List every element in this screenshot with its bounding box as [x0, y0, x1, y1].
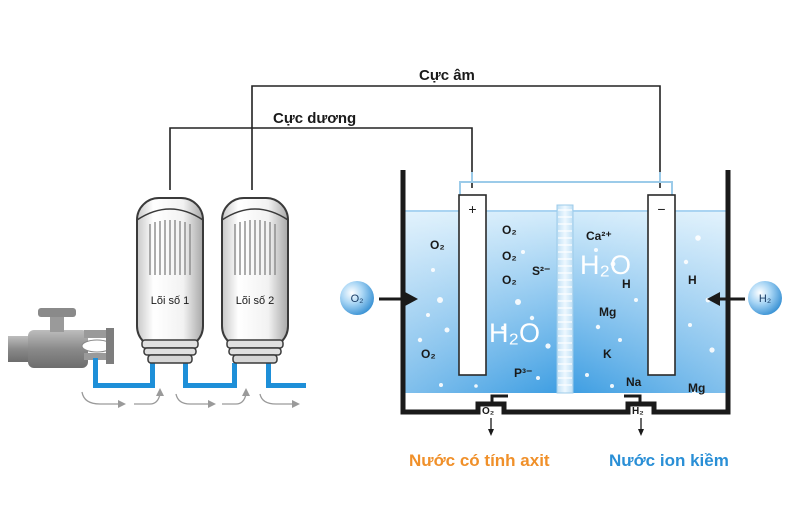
- h-mid: H: [622, 277, 631, 291]
- h2o-alkaline: H₂O: [580, 250, 631, 280]
- o2-left-1: O₂: [430, 238, 445, 252]
- filter-core-2: [221, 197, 289, 364]
- tank-wall: [400, 170, 731, 415]
- mg-mid: Mg: [599, 305, 616, 319]
- svg-text:H₂: H₂: [759, 293, 771, 305]
- calcium-ion: Ca²⁺: [586, 229, 612, 243]
- alkaline-water-label: Nước ion kiềm: [609, 451, 729, 470]
- sodium: Na: [626, 375, 642, 389]
- core-1-label: Lõi số 1: [151, 295, 190, 307]
- minus-sign: −: [657, 201, 665, 217]
- arrow-down-icon: [638, 418, 644, 436]
- faucet-icon: [8, 308, 114, 368]
- small-bubbles: [417, 235, 715, 395]
- o2-mid-1: O₂: [502, 223, 517, 237]
- positive-pole-label: Cực dương: [273, 110, 356, 127]
- potassium: K: [603, 347, 612, 361]
- o2-mid-3: O₂: [502, 273, 517, 287]
- o2-mid-2: O₂: [502, 249, 517, 263]
- negative-pole-label: Cực âm: [419, 67, 475, 84]
- acid-water-label: Nước có tính axit: [409, 451, 550, 470]
- o2-bubble: O₂: [340, 281, 374, 315]
- sulfate-ion: S²⁻: [532, 264, 550, 278]
- cathode-plate: [647, 194, 676, 376]
- blue-pipes: [93, 358, 306, 388]
- plus-sign: +: [468, 201, 476, 217]
- h2-outlet-label: H₂: [632, 406, 644, 417]
- arrow-right-icon: [379, 292, 418, 306]
- anode-plate: [458, 194, 487, 376]
- h2o-acid: H₂O: [489, 318, 540, 348]
- filter-core-1: [136, 197, 204, 364]
- flow-arrows: [81, 388, 300, 408]
- svg-text:O₂: O₂: [351, 293, 364, 305]
- negative-wire: [251, 85, 661, 195]
- positive-wire: [169, 127, 473, 195]
- h2-bubble: H₂: [748, 281, 782, 315]
- arrow-left-icon: [707, 292, 745, 306]
- o2-outlet-label: O₂: [482, 406, 494, 417]
- arrow-down-icon: [488, 418, 494, 436]
- o2-left-2: O₂: [421, 347, 436, 361]
- core-2-label: Lõi số 2: [236, 295, 275, 307]
- h-right: H: [688, 273, 697, 287]
- phosphate-ion: P³⁻: [514, 366, 532, 380]
- membrane: [556, 204, 574, 394]
- mg-right: Mg: [688, 381, 705, 395]
